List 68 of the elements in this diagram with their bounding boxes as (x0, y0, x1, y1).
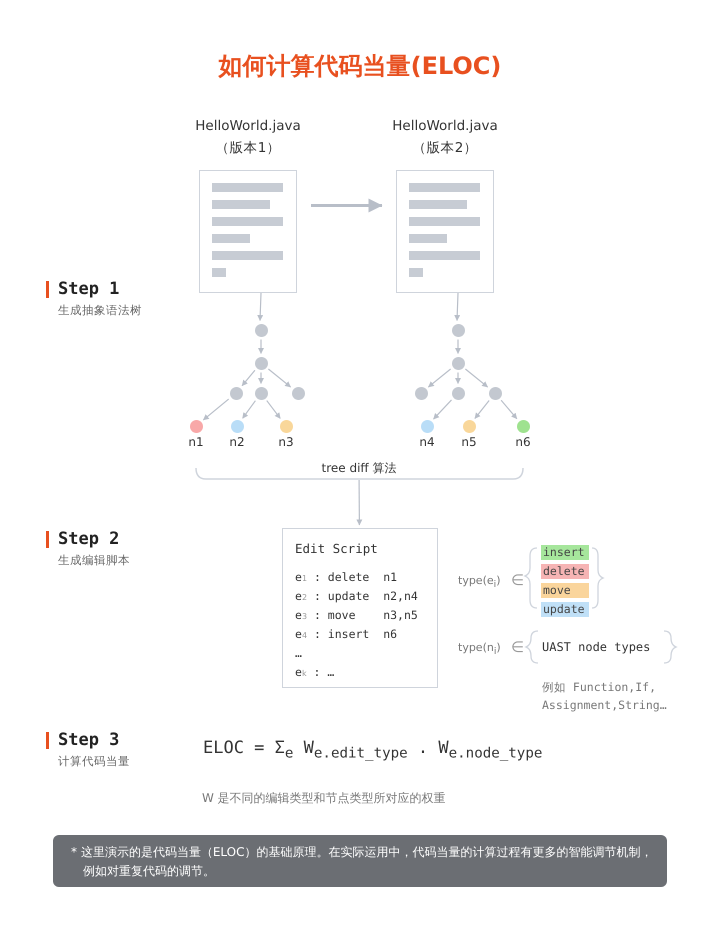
arrow (500, 400, 518, 420)
tree-node-dot (488, 386, 502, 400)
step-title: Step 1 (58, 279, 120, 299)
edit-type-tag: delete (541, 564, 589, 579)
type-expression: type(e$_{i}$) (458, 574, 500, 590)
edit-type-tag: update (541, 602, 589, 617)
tree-node-dot (452, 356, 464, 370)
tree-node-dot (292, 386, 304, 400)
arrow (202, 398, 230, 420)
example-text: 例如 Function,If, Assignment,String… (542, 679, 668, 714)
weight-note: W 是不同的编辑类型和节点类型所对应的权重 (202, 790, 446, 807)
arrow (455, 340, 461, 354)
file-name: HelloWorld.java (194, 118, 302, 134)
step-description: 生成抽象语法树 (58, 303, 142, 318)
version-label: （版本2） (412, 139, 478, 157)
arrow (465, 368, 488, 388)
node-label: n4 (418, 435, 436, 449)
arrow (258, 372, 264, 384)
script-line: … (295, 646, 302, 660)
arrow (242, 370, 256, 386)
step-description: 计算代码当量 (58, 754, 130, 769)
edit-script-panel (282, 528, 438, 688)
type-expression: type(n$_{i}$) (458, 641, 501, 658)
element-of-symbol: ∈ (511, 638, 524, 656)
node-label: n2 (228, 435, 246, 449)
arrow (356, 480, 362, 526)
edit-type-tag: insert (541, 545, 589, 560)
tree-node-dot (254, 356, 268, 370)
tree-node-dot (190, 420, 202, 432)
script-heading: Edit Script (295, 541, 378, 556)
tree-node-dot (462, 420, 476, 432)
tree-node-dot (420, 420, 434, 432)
tree-node-dot (230, 386, 242, 400)
node-types-text: UAST node types (542, 640, 650, 654)
arrow (428, 368, 451, 388)
edit-type-tag: move (541, 583, 589, 598)
tree-node-dot (516, 420, 530, 432)
tree-node-dot (230, 420, 244, 432)
node-label: n1 (187, 435, 205, 449)
tree-node-dot (414, 386, 428, 400)
tree-node-dot (452, 324, 464, 336)
step-title: Step 3 (58, 730, 120, 750)
eloc-formula: ELOC = Σ$_{e}$ W$_{e.edit_type}$ . W$_{e.node_type}$ (203, 738, 542, 762)
version-label: （版本1） (214, 139, 282, 157)
node-label: n3 (277, 435, 295, 449)
title: 如何计算代码当量(ELOC) (217, 51, 502, 82)
tree-node-dot (254, 324, 268, 336)
tree-node-dot (254, 386, 268, 400)
tree-node-dot (280, 420, 292, 432)
file-name: HelloWorld.java (391, 118, 499, 134)
footnote-banner: * 这里演示的是代码当量（ELOC）的基础原理。在实际运用中，代码当量的计算过程有更多的智能调节机制，例如对重复代码的调节。 (53, 835, 667, 887)
node-label: n6 (514, 435, 532, 449)
arrow (455, 372, 461, 384)
step-description: 生成编辑脚本 (58, 553, 130, 568)
step-title: Step 2 (58, 529, 120, 549)
arrow (258, 340, 264, 354)
arrow (311, 198, 382, 212)
arrow (242, 400, 256, 419)
arrow (433, 400, 452, 420)
arrow (257, 292, 264, 322)
tree-node-dot (452, 386, 464, 400)
node-label: n5 (460, 435, 478, 449)
element-of-symbol: ∈ (511, 571, 524, 589)
arrow (474, 400, 490, 419)
arrow (268, 368, 291, 388)
algorithm-label: tree diff 算法 (314, 460, 404, 477)
arrow (454, 292, 460, 322)
arrow (266, 400, 281, 419)
